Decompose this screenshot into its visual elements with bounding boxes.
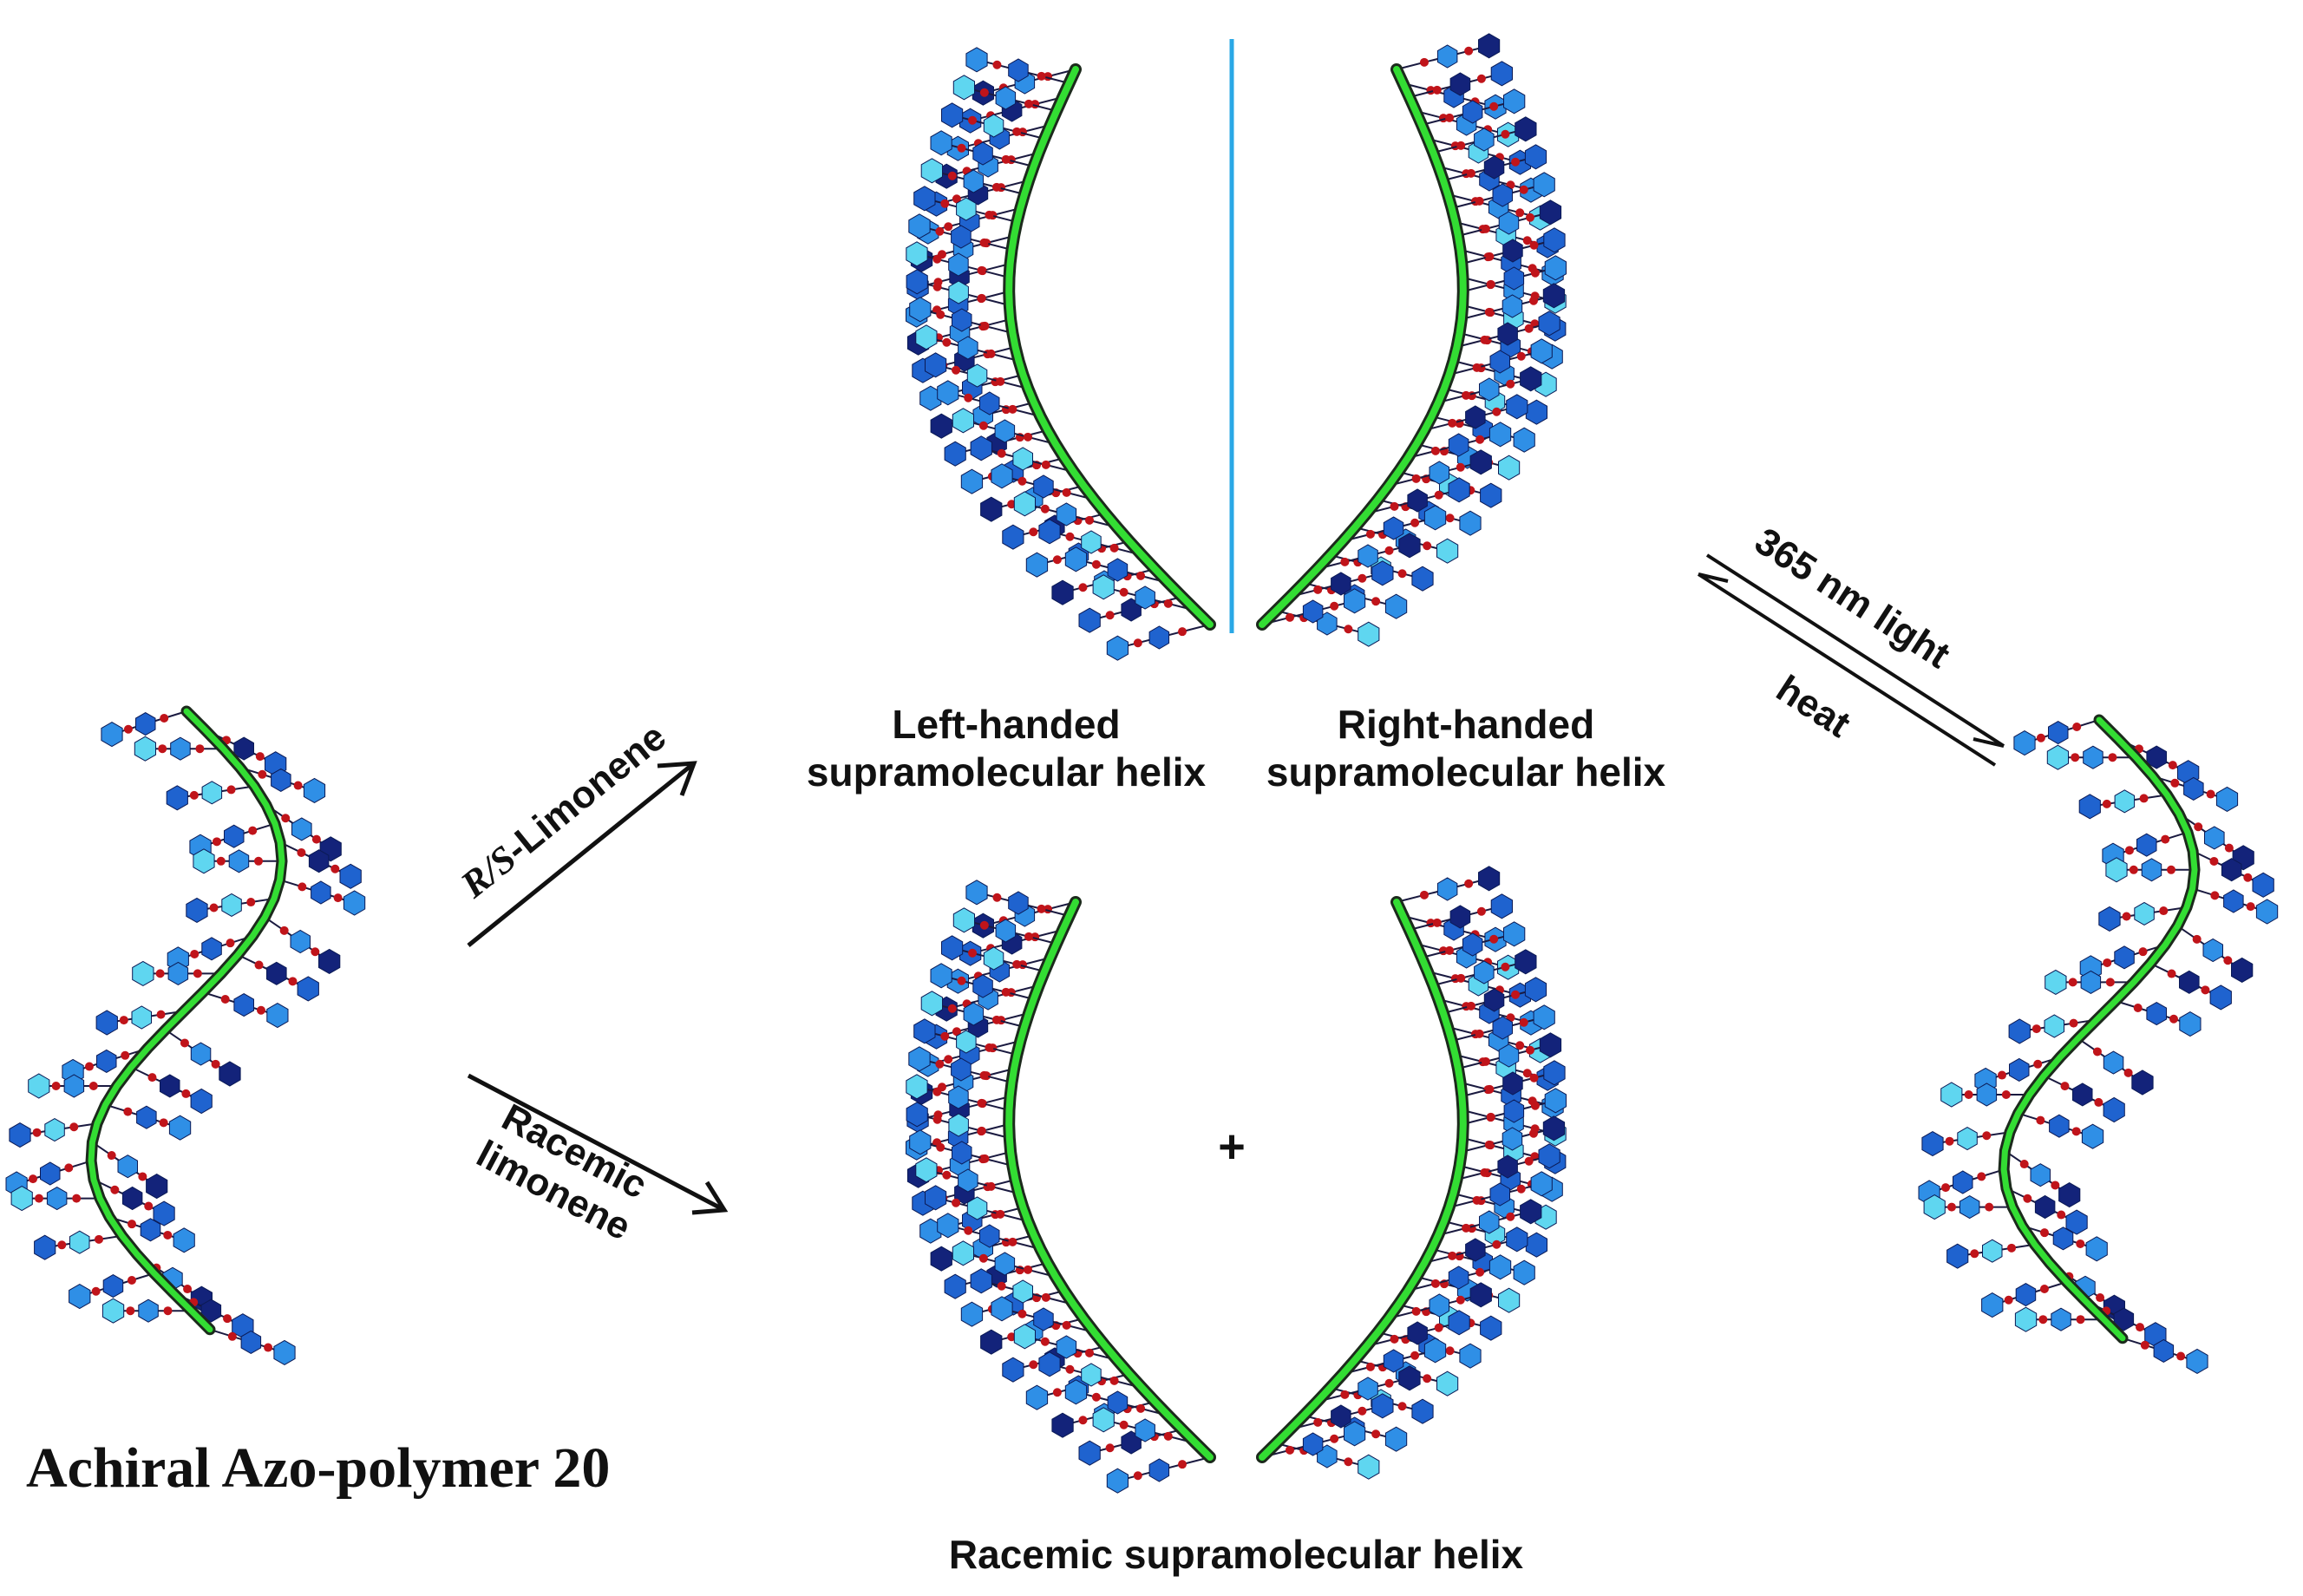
arrow-reverse-heat-head <box>1698 572 1729 583</box>
right-helix-label: Right-handed supramolecular helix <box>1223 701 1709 796</box>
arrow-rs-limonene <box>467 762 696 947</box>
achiral-polymer-label: Achiral Azo-polymer 20 <box>26 1436 611 1500</box>
plus-sign: + <box>1218 1121 1246 1173</box>
racemic-left-helix-model <box>906 880 1216 1494</box>
photo-isomerized-polymer-model <box>1918 714 2279 1374</box>
racemic-right-helix-model <box>1256 866 1567 1480</box>
left-helix-label: Left-handed supramolecular helix <box>763 701 1249 796</box>
left-handed-helix-model <box>906 47 1216 661</box>
left-helix-label-line2: supramolecular helix <box>806 749 1207 795</box>
arrow-racemic-limonene-head <box>691 1181 729 1215</box>
racemic-helix-label: Racemic supramolecular helix <box>948 1532 1524 1577</box>
arrow-forward-light <box>1705 553 2005 748</box>
arrow-rs-limonene-head <box>657 761 697 796</box>
right-helix-label-line2: supramolecular helix <box>1266 749 1666 795</box>
right-handed-helix-model <box>1256 33 1567 647</box>
arrow-racemic-limonene <box>467 1073 726 1213</box>
arrow-forward-light-head <box>1973 737 2005 748</box>
left-helix-label-line1: Left-handed <box>892 702 1121 747</box>
achiral-polymer-model <box>5 705 366 1365</box>
arrow-reverse-heat <box>1697 572 1997 767</box>
right-helix-label-line1: Right-handed <box>1337 702 1595 747</box>
